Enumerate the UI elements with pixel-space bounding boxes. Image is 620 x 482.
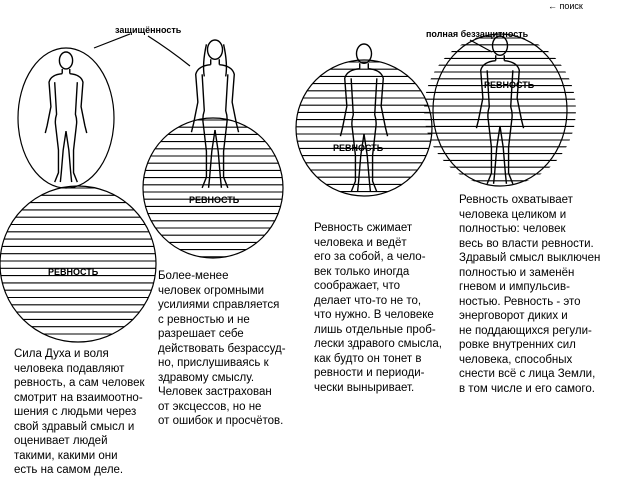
full-defenselessness-label: полная беззащитность: [426, 29, 528, 39]
person-head: [59, 52, 72, 69]
caption-figure-4: Ревность охватывает человека целиком и п…: [459, 193, 600, 396]
person-left-arm: [191, 65, 210, 133]
jealousy-circle-4: [433, 34, 567, 186]
person-neck: [62, 69, 70, 74]
caption-figure-2: Более-менее человек огромными усилиями с…: [158, 269, 286, 429]
person-right-side: [66, 82, 77, 182]
person-left-arm: [45, 74, 62, 133]
jealousy-label-4: РЕВНОСТЬ: [484, 80, 534, 90]
person-right-arm: [504, 61, 523, 129]
person-left-arm: [476, 61, 495, 129]
person-neck: [360, 63, 369, 68]
person-left-side: [55, 82, 66, 182]
person-left-arm: [340, 69, 359, 137]
caption-figure-3: Ревность сжимает человека и ведёт его за…: [314, 221, 442, 395]
person-head: [208, 40, 223, 59]
defenselessness-leader: [470, 40, 492, 52]
jealousy-label-1: РЕВНОСТЬ: [48, 267, 98, 277]
jealousy-label-2: РЕВНОСТЬ: [189, 195, 239, 205]
jealousy-stripes-4: [422, 38, 578, 181]
search-link-label: поиск: [560, 1, 583, 11]
person-right-arm: [70, 74, 87, 133]
person-right-arm: [368, 69, 387, 137]
protection-leader: [94, 34, 130, 48]
person-left-side: [351, 78, 364, 192]
jealousy-circle-3: [296, 60, 432, 196]
search-link[interactable]: ← поиск: [548, 1, 583, 11]
caption-figure-1: Сила Духа и воля человека подавляют ревн…: [14, 347, 145, 478]
person-neck: [211, 59, 220, 64]
person-figure-2: [191, 40, 238, 188]
protection-label: защищённость: [115, 25, 181, 35]
jealousy-label-3: РЕВНОСТЬ: [333, 143, 383, 153]
protection-leader-2: [148, 36, 190, 66]
person-right-side: [364, 78, 377, 192]
person-figure-1: [45, 52, 86, 182]
arrow-left-icon: ←: [548, 1, 557, 11]
